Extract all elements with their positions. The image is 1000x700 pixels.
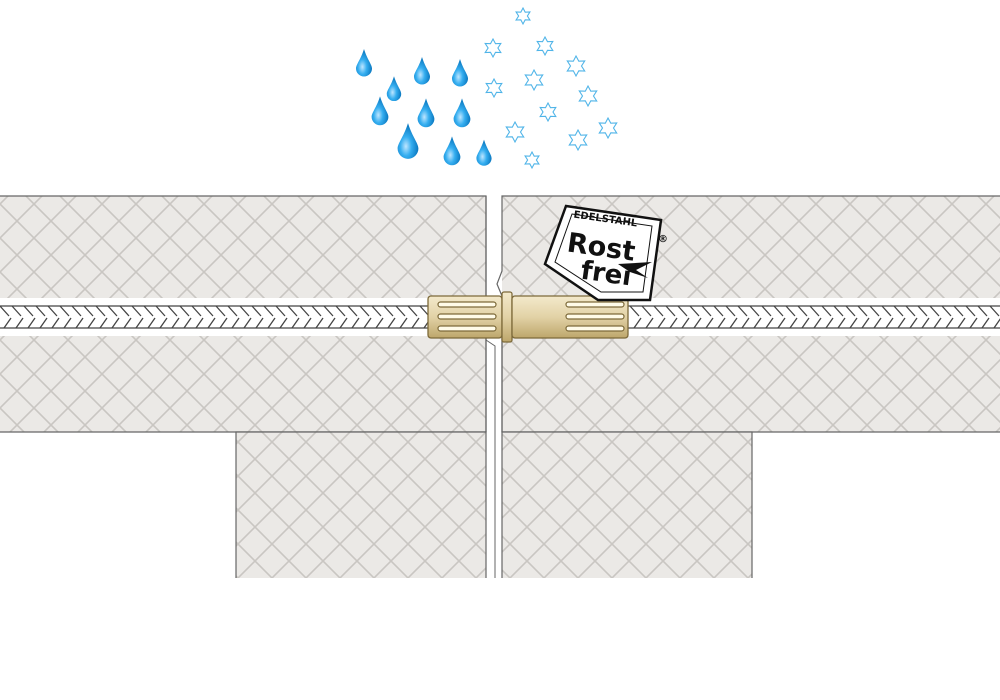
rebar-rib [833,305,846,329]
rostfrei-badge-icon: EDELSTAHL Rost frei ® [543,204,668,302]
left-rebar [0,298,432,336]
rebar-rib [761,305,774,329]
rain-drop-icon [453,98,471,128]
rebar-rib [335,305,348,329]
rebar-rib [701,305,714,329]
rain-drop-icon [386,76,402,102]
rebar-rib [773,305,786,329]
rebar-rib [131,305,144,329]
rebar-rib [383,305,396,329]
rebar-rib [251,305,264,329]
rebar-rib [179,305,192,329]
badge-star-icon [618,262,652,278]
rebar-rib [203,305,216,329]
rebar-rib [785,305,798,329]
rebar-rib [299,305,312,329]
rebar-rib [941,305,954,329]
rebar-rib [155,305,168,329]
rebar-rib [0,305,12,329]
snowflake-icon [598,116,618,140]
rebar-rib [323,305,336,329]
rebar-rib [23,305,36,329]
rain-drop-icon [414,57,430,85]
right-support [501,431,753,578]
rebar-rib [869,305,882,329]
rebar-rib [737,305,750,329]
rebar-rib [287,305,300,329]
rebar-rib [629,305,642,329]
rebar-rib [977,305,990,329]
rebar-rib [311,305,324,329]
rebar-rib [371,305,384,329]
rebar-rib [239,305,252,329]
snow-group [484,6,618,170]
badge-registered: ® [658,234,668,245]
rain-drop-icon [371,96,389,126]
snowflake-icon [578,84,598,108]
rebar-rib [47,305,60,329]
rebar-rib [191,305,204,329]
rain-drop-icon [397,123,419,159]
rebar-rib [905,305,918,329]
rain-group [356,49,492,166]
rebar-rib [725,305,738,329]
snowflake-icon [539,101,557,123]
rebar-rib [215,305,228,329]
rebar-rib [359,305,372,329]
rebar-rib [797,305,810,329]
rebar-rib [395,305,408,329]
badge-line2: frei [579,256,633,293]
rebar-rib [107,305,120,329]
snowflake-icon [484,37,502,59]
left-support [235,431,487,578]
right-rebar [628,298,1000,336]
stainless-connector-sleeve [427,291,629,343]
rain-drop-icon [356,49,372,77]
rebar-rib [857,305,870,329]
rain-drop-icon [417,98,435,128]
rebar-rib [35,305,48,329]
rain-drop-icon [443,136,461,166]
rebar-rib [689,305,702,329]
rebar-rib [71,305,84,329]
rebar-rib [119,305,132,329]
rebar-rib [893,305,906,329]
snowflake-icon [566,54,586,78]
rebar-rib [59,305,72,329]
snowflake-icon [524,68,544,92]
rebar-rib [965,305,978,329]
rebar-rib [641,305,654,329]
rebar-rib [227,305,240,329]
snowflake-icon [536,35,554,57]
rebar-rib [83,305,96,329]
snowflake-icon [524,150,540,170]
snowflake-icon [505,120,525,144]
rebar-rib [95,305,108,329]
rebar-rib [143,305,156,329]
rebar-rib [653,305,666,329]
rain-drop-icon [476,139,492,166]
rebar-rib [917,305,930,329]
rebar-rib [821,305,834,329]
rebar-rib [167,305,180,329]
rebar-rib [881,305,894,329]
rebar-rib [275,305,288,329]
rebar-rib [929,305,942,329]
rebar-rib [677,305,690,329]
rebar-rib [11,305,24,329]
rebar-rib [809,305,822,329]
rebar-rib [263,305,276,329]
rebar-rib [749,305,762,329]
rebar-rib [713,305,726,329]
snowflake-icon [568,128,588,152]
rebar-rib [407,305,420,329]
rebar-rib [953,305,966,329]
rebar-rib [845,305,858,329]
rebar-rib [665,305,678,329]
snowflake-icon [515,6,531,26]
rebar-rib [347,305,360,329]
rain-drop-icon [452,59,468,87]
snowflake-icon [485,77,503,99]
